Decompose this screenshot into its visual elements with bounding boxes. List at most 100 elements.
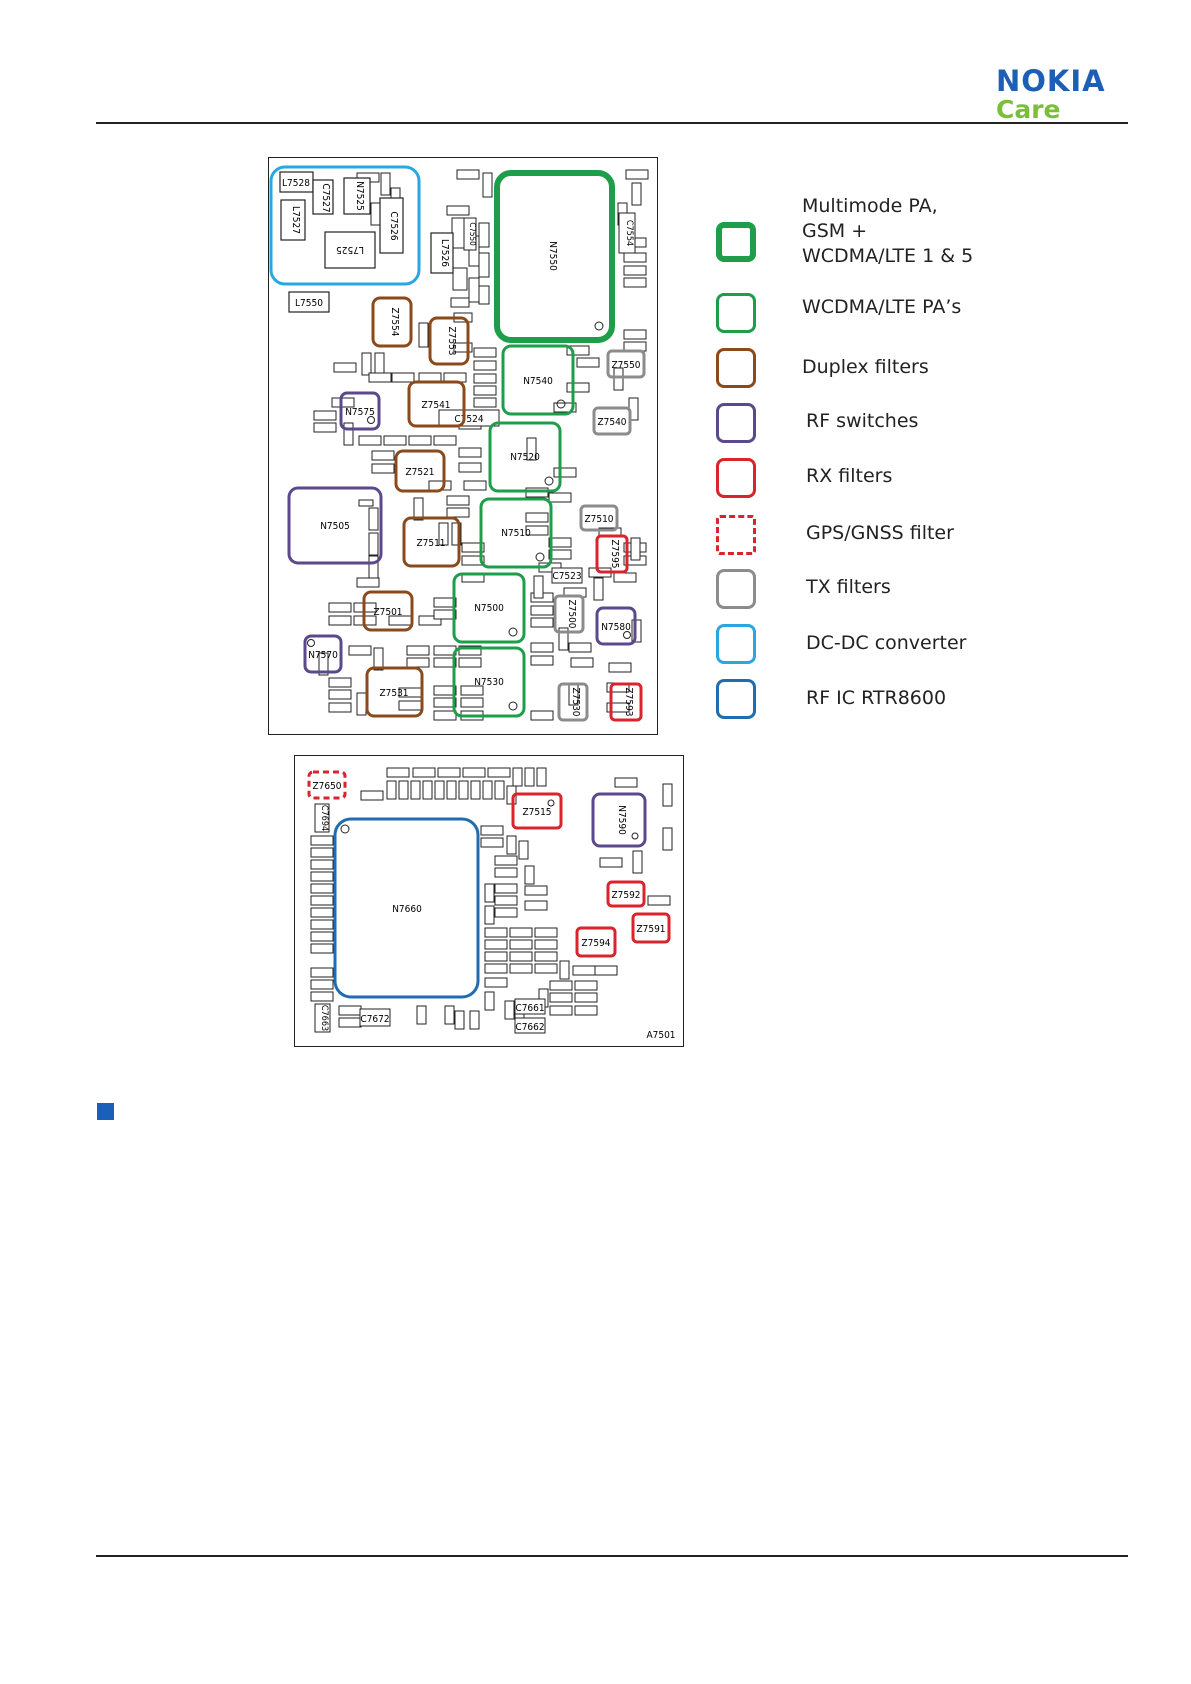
- label-n7550: N7550: [547, 241, 558, 271]
- label-c7550: C7550: [468, 222, 477, 246]
- label-n7590: N7590: [616, 805, 627, 835]
- pcb-top-svg: L7528 C7527 L7527 N7525 C7526 L7525 L752…: [269, 165, 649, 722]
- tx-z7550: [606, 349, 646, 379]
- label-n7660: N7660: [392, 904, 422, 915]
- rx-z7592: [606, 880, 646, 908]
- legend-swatch: [716, 515, 756, 555]
- label-n7575: N7575: [345, 407, 375, 418]
- label-l7528: L7528: [282, 178, 310, 189]
- rx-z7515: [511, 792, 563, 830]
- label-n7520: N7520: [510, 452, 540, 463]
- label-z7550: Z7550: [611, 360, 640, 371]
- label-c7694: C7694: [319, 805, 329, 831]
- switch-n7575: [339, 391, 381, 431]
- duplex-z7521: [394, 449, 446, 493]
- legend-label: RF switches: [806, 410, 919, 432]
- dcdc-converter-outline: [269, 165, 421, 286]
- label-n7525: N7525: [354, 181, 365, 211]
- section-bullet: [97, 1103, 114, 1120]
- label-c7554: C7554: [624, 220, 634, 246]
- pa-n7540: [501, 344, 575, 416]
- label-z7530: Z7530: [570, 687, 581, 716]
- pa-n7520: [488, 421, 562, 493]
- legend-label: Duplex filters: [802, 356, 929, 378]
- label-c7523: C7523: [552, 571, 581, 582]
- label-z7531: Z7531: [379, 688, 408, 699]
- label-z7595: Z7595: [609, 539, 620, 568]
- tx-z7530: [557, 682, 589, 722]
- label-z7593: Z7593: [623, 687, 634, 716]
- tx-z7510: [579, 504, 619, 532]
- label-n7530: N7530: [474, 677, 504, 688]
- legend-swatch: [716, 458, 756, 498]
- label-z7540: Z7540: [597, 417, 626, 428]
- label-z7591: Z7591: [636, 924, 665, 935]
- switch-n7590: [591, 792, 647, 848]
- switch-n7580: [595, 606, 637, 646]
- label-n7580: N7580: [601, 622, 631, 633]
- label-n7500: N7500: [474, 603, 504, 614]
- legend-swatch: [716, 403, 756, 443]
- label-c7527: C7527: [320, 183, 331, 212]
- label-n7505: N7505: [320, 521, 350, 532]
- label-l7527: L7527: [290, 206, 301, 234]
- label-z7521: Z7521: [405, 467, 434, 478]
- label-l7525: L7525: [336, 244, 364, 255]
- rx-z7593: [609, 682, 643, 722]
- legend-label: GPS/GNSS filter: [806, 522, 954, 544]
- duplex-z7501: [362, 590, 414, 632]
- legend-label: RF IC RTR8600: [806, 687, 947, 709]
- switch-n7505: [287, 486, 383, 565]
- tx-z7500: [553, 594, 585, 634]
- duplex-z7554: [371, 296, 413, 348]
- legend-swatch: [716, 679, 756, 719]
- label-z7515: Z7515: [522, 807, 551, 818]
- label-z7510: Z7510: [584, 514, 613, 525]
- legend-label: RX filters: [806, 465, 893, 487]
- label-c7662: C7662: [515, 1022, 544, 1033]
- footer-rule: [96, 1555, 1128, 1557]
- legend-swatch: [716, 348, 756, 388]
- label-z7541: Z7541: [421, 400, 450, 411]
- nokia-care-logo: NOKIA Care: [996, 66, 1128, 124]
- label-z7511: Z7511: [416, 538, 445, 549]
- label-c7526: C7526: [388, 211, 399, 240]
- rx-z7594: [575, 926, 617, 958]
- tx-z7540: [592, 406, 632, 436]
- multimode-pa-outline: [494, 170, 615, 343]
- label-z7500: Z7500: [566, 599, 577, 628]
- legend-swatch: [716, 624, 756, 664]
- label-z7554: Z7554: [389, 307, 400, 336]
- rf-ic-n7660: [333, 817, 480, 999]
- rx-z7595: [595, 534, 629, 574]
- label-a7501: A7501: [646, 1030, 675, 1041]
- care-wordmark: Care: [996, 95, 1061, 124]
- label-n7570: N7570: [308, 650, 338, 661]
- legend-swatch: [716, 222, 756, 262]
- legend-label: TX filters: [806, 576, 891, 598]
- gnss-z7650: [307, 770, 347, 800]
- pcb-bottom-diagram: C7694 C7661 C7662 C7672 C7663 Z7650 N766…: [294, 755, 684, 1047]
- label-l7550: L7550: [295, 298, 323, 309]
- label-z7594: Z7594: [581, 938, 610, 949]
- label-z7553: Z7553: [446, 326, 457, 355]
- label-l7526: L7526: [439, 239, 450, 267]
- switch-n7570: [303, 634, 343, 674]
- legend-label: Multimode PA, GSM + WCDMA/LTE 1 & 5: [802, 195, 974, 267]
- legend-swatch: [716, 293, 756, 333]
- label-c7661: C7661: [515, 1003, 544, 1014]
- label-c7524: C7524: [454, 414, 483, 425]
- legend-label: WCDMA/LTE PA’s: [802, 296, 962, 318]
- pa-n7500: [452, 572, 526, 644]
- component-legend: Multimode PA, GSM + WCDMA/LTE 1 & 5 WCDM…: [712, 195, 1012, 735]
- label-c7663: C7663: [319, 1005, 329, 1031]
- duplex-z7511: [402, 516, 461, 568]
- legend-swatch: [716, 569, 756, 609]
- nokia-wordmark: NOKIA: [996, 64, 1106, 98]
- legend-label: DC-DC converter: [806, 632, 967, 654]
- pcb-top-diagram: L7528 C7527 L7527 N7525 C7526 L7525 L752…: [268, 157, 658, 735]
- label-z7592: Z7592: [611, 890, 640, 901]
- pa-n7530: [452, 646, 526, 718]
- duplex-z7553: [428, 316, 470, 366]
- duplex-z7541: [407, 380, 466, 428]
